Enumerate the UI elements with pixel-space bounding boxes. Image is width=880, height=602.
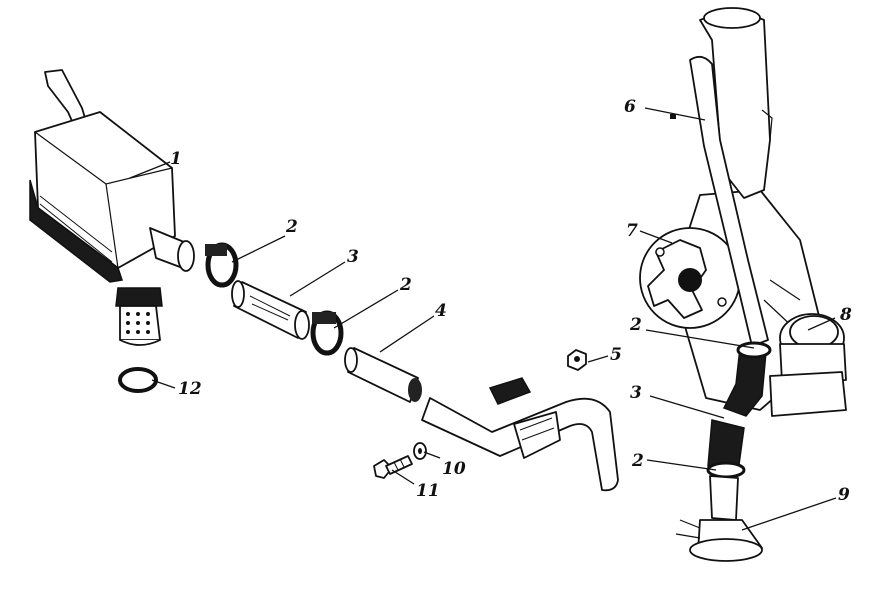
part-8-filler-cap [769, 313, 847, 417]
label-4: 4 [435, 301, 447, 321]
part-2-hose-clamp-middle [310, 310, 344, 356]
label-8: 8 [839, 305, 852, 325]
label-3-upper: 3 [347, 247, 359, 267]
part-10-washer [413, 442, 427, 460]
leader-lines [129, 107, 837, 531]
label-12: 12 [178, 379, 202, 399]
label-11: 11 [416, 481, 440, 501]
label-10: 10 [442, 459, 466, 479]
label-2-upper: 2 [285, 217, 298, 237]
part-12-sealing-ring [118, 367, 158, 393]
strainer-mesh [126, 312, 150, 334]
part-6-breather-pipe [689, 7, 773, 347]
label-5: 5 [610, 345, 622, 365]
callout-labels: 1 2 3 2 4 5 6 7 8 2 3 2 9 10 11 12 [170, 97, 852, 505]
label-2-right-lower: 2 [631, 451, 644, 471]
part-11-bolt [373, 455, 413, 479]
label-7: 7 [626, 221, 638, 241]
label-1: 1 [170, 149, 182, 169]
lower-hose-assembly [706, 341, 772, 521]
part-9-suction-cup [675, 519, 763, 562]
label-2-middle: 2 [399, 275, 412, 295]
part-4-short-hose [344, 347, 422, 403]
part-2-hose-clamp-left [205, 242, 239, 288]
label-9: 9 [838, 485, 850, 505]
bent-outlet-pipe [421, 377, 619, 492]
part-1-filter-housing [29, 69, 195, 346]
part-5-nut [567, 349, 587, 371]
label-6: 6 [624, 97, 636, 117]
part-3-hose-section-left [231, 280, 310, 340]
label-3-right: 3 [630, 383, 642, 403]
label-2-right-upper: 2 [629, 315, 642, 335]
